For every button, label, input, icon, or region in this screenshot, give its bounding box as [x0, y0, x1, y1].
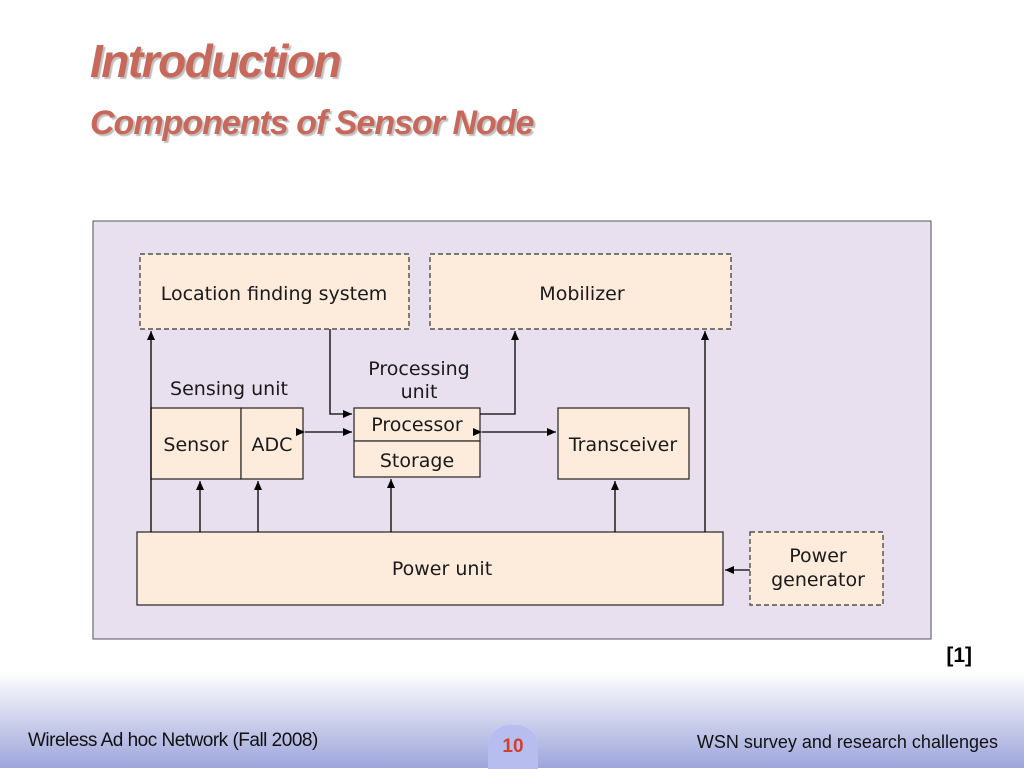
- sensing-unit-label: Sensing unit: [170, 378, 288, 400]
- arrow-location-to-processor: [329, 329, 352, 418]
- reference-citation: [1]: [946, 644, 972, 667]
- power-generator-label-line1: Power: [789, 545, 847, 567]
- processing-unit-label-line2: unit: [401, 381, 438, 403]
- page-number: 10: [502, 736, 524, 757]
- transceiver-label: Transceiver: [568, 434, 678, 456]
- sensor-node-diagram: Location finding system Mobilizer Sensin…: [92, 220, 932, 640]
- mobilizer-box: [429, 253, 732, 330]
- power-generator-box: [749, 531, 884, 606]
- location-finding-system-label: Location finding system: [161, 283, 388, 305]
- adc-label: ADC: [252, 434, 293, 456]
- storage-box: [353, 440, 481, 478]
- power-unit-label: Power unit: [392, 558, 492, 580]
- footer-topic-title: WSN survey and research challenges: [696, 732, 998, 752]
- sensor-label: Sensor: [163, 434, 228, 456]
- processing-unit-label-line1: Processing: [368, 358, 469, 380]
- transceiver-box: [557, 407, 690, 480]
- arrow-processor-to-mobilizer: [480, 331, 519, 415]
- location-finding-system-box: [139, 253, 410, 330]
- footer-course-title: Wireless Ad hoc Network (Fall 2008): [28, 730, 318, 751]
- adc-box: [240, 407, 304, 480]
- mobilizer-label: Mobilizer: [539, 283, 625, 305]
- power-generator-label-line2: generator: [771, 569, 865, 591]
- power-unit-box: [136, 531, 724, 606]
- slide-subtitle: Components of Sensor Node: [90, 104, 534, 142]
- slide-title: Introduction: [90, 35, 342, 87]
- sensor-box: [150, 407, 242, 480]
- storage-label: Storage: [380, 450, 454, 472]
- processor-label: Processor: [371, 414, 463, 436]
- page-number-badge: 10: [488, 724, 538, 769]
